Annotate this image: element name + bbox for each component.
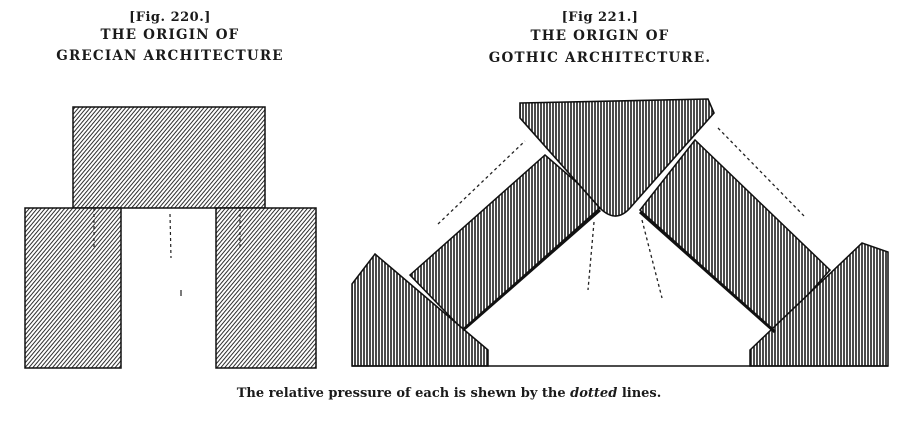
gothic-pressure-line-center-left	[587, 221, 595, 291]
figure-caption: The relative pressure of each is shewn b…	[0, 386, 908, 401]
fig221-caption: [Fig 221.] THE ORIGIN OF GOTHIC ARCHITEC…	[450, 10, 750, 69]
caption-text-after: lines.	[617, 386, 662, 401]
gothic-left-beam	[408, 154, 605, 332]
fig221-title-line2: GOTHIC ARCHITECTURE.	[488, 50, 712, 66]
grecian-structure	[24, 106, 317, 369]
fig220-caption: [Fig. 220.] THE ORIGIN OF GRECIAN ARCHIT…	[10, 10, 330, 67]
gothic-keystone-wedge	[519, 98, 715, 217]
gothic-structure	[351, 98, 889, 367]
fig220-title-line2: GRECIAN ARCHITECTURE	[56, 48, 284, 64]
caption-text-before: The relative pressure of each is shewn b…	[236, 386, 571, 401]
grecian-right-post	[215, 207, 317, 369]
grecian-lintel	[72, 106, 266, 209]
fig220-number: [Fig. 220.]	[129, 10, 211, 25]
gothic-pressure-line-left-outer	[437, 140, 526, 225]
fig220-title-line1: THE ORIGIN OF	[100, 27, 240, 43]
gothic-left-inner-edge	[462, 208, 601, 332]
grecian-left-post	[24, 207, 122, 369]
gothic-right-inner-edge	[639, 210, 776, 334]
fig221-title-line1: THE ORIGIN OF	[530, 28, 670, 44]
grecian-pressure-line-center	[169, 213, 172, 259]
gothic-left-abutment	[351, 252, 489, 367]
gothic-right-abutment	[749, 242, 889, 367]
fig221-number: [Fig 221.]	[561, 10, 639, 25]
gothic-pressure-line-right-outer	[717, 127, 807, 219]
gothic-pressure-line-center-right	[641, 219, 663, 299]
caption-text-italic: dotted	[570, 386, 618, 401]
